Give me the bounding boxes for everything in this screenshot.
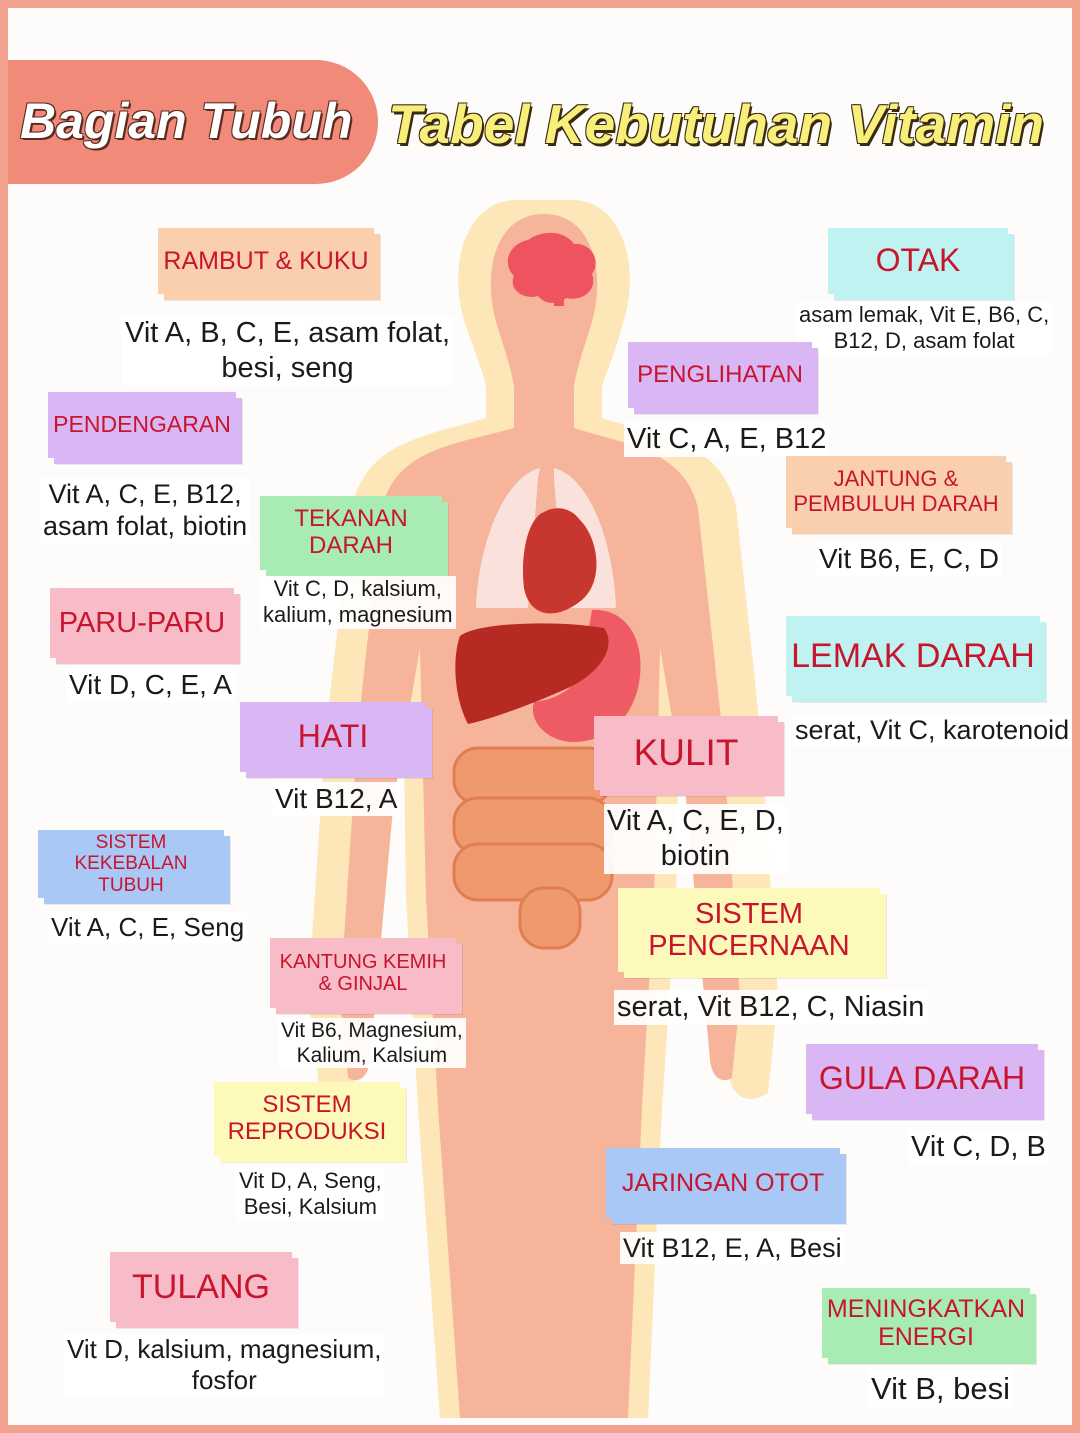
label-sistem-reproduksi: SISTEM REPRODUKSI <box>214 1082 400 1156</box>
label-penglihatan: PENGLIHATAN <box>628 342 812 408</box>
vitamins-paru-paru: Vit D, C, E, A <box>66 668 235 702</box>
label-kekebalan-tubuh: SISTEM KEKEBALAN TUBUH <box>38 830 224 898</box>
liver-organ <box>455 623 609 724</box>
vitamins-hati: Vit B12, A <box>272 782 401 816</box>
label-jantung: JANTUNG & PEMBULUH DARAH <box>786 456 1006 528</box>
label-otak: OTAK <box>828 228 1008 294</box>
label-lemak-darah: LEMAK DARAH <box>786 616 1040 696</box>
label-tulang: TULANG <box>110 1252 292 1322</box>
infographic-frame: Bagian Tubuh Tabel Kebutuhan Vitamin RAM… <box>8 8 1072 1425</box>
vitamins-jaringan-otot: Vit B12, E, A, Besi <box>620 1232 845 1265</box>
label-gula-darah: GULA DARAH <box>806 1044 1038 1114</box>
label-tekanan-darah: TEKANAN DARAH <box>260 496 442 570</box>
heart-organ <box>522 508 597 614</box>
vitamins-tekanan-darah: Vit C, D, kalsium, kalium, magnesium <box>260 576 456 629</box>
label-paru-paru: PARU-PARU <box>50 588 234 658</box>
vitamins-kekebalan-tubuh: Vit A, C, E, Seng <box>48 912 248 944</box>
vitamins-jantung: Vit B6, E, C, D <box>816 542 1002 576</box>
label-sistem-pencernaan: SISTEM PENCERNAAN <box>618 888 880 972</box>
vitamins-tulang: Vit D, kalsium, magnesium, fosfor <box>64 1334 385 1397</box>
vitamins-otak: asam lemak, Vit E, B6, C, B12, D, asam f… <box>796 302 1053 355</box>
vitamins-rambut-kuku: Vit A, B, C, E, asam folat, besi, seng <box>122 316 454 386</box>
vitamins-pendengaran: Vit A, C, E, B12, asam folat, biotin <box>40 478 251 543</box>
label-rambut-kuku: RAMBUT & KUKU <box>158 228 374 294</box>
header-title: Tabel Kebutuhan Vitamin <box>388 93 1044 155</box>
label-pendengaran: PENDENGARAN <box>48 392 236 458</box>
label-jaringan-otot: JARINGAN OTOT <box>606 1148 840 1218</box>
vitamins-meningkatkan-energi: Vit B, besi <box>868 1370 1014 1408</box>
vitamins-sistem-reproduksi: Vit D, A, Seng, Besi, Kalsium <box>236 1168 385 1221</box>
intestines-organ <box>452 746 614 950</box>
vitamins-kulit: Vit A, C, E, D, biotin <box>604 804 787 874</box>
vitamins-sistem-pencernaan: serat, Vit B12, C, Niasin <box>614 990 928 1025</box>
vitamins-lemak-darah: serat, Vit C, karotenoid <box>792 714 1072 747</box>
label-kulit: KULIT <box>594 716 778 790</box>
header-pill <box>8 60 378 184</box>
vitamins-kantung-kemih-ginjal: Vit B6, Magnesium, Kalium, Kalsium <box>278 1018 466 1069</box>
label-hati: HATI <box>240 702 426 772</box>
label-kantung-kemih-ginjal: KANTUNG KEMIH & GINJAL <box>270 938 456 1008</box>
brain-stem <box>554 294 564 306</box>
label-meningkatkan-energi: MENINGKATKAN ENERGI <box>822 1288 1030 1358</box>
vitamins-penglihatan: Vit C, A, E, B12 <box>624 422 830 457</box>
header-body-parts: Bagian Tubuh <box>20 93 353 149</box>
vitamins-gula-darah: Vit C, D, B <box>908 1130 1049 1165</box>
brain-organ <box>507 232 596 303</box>
